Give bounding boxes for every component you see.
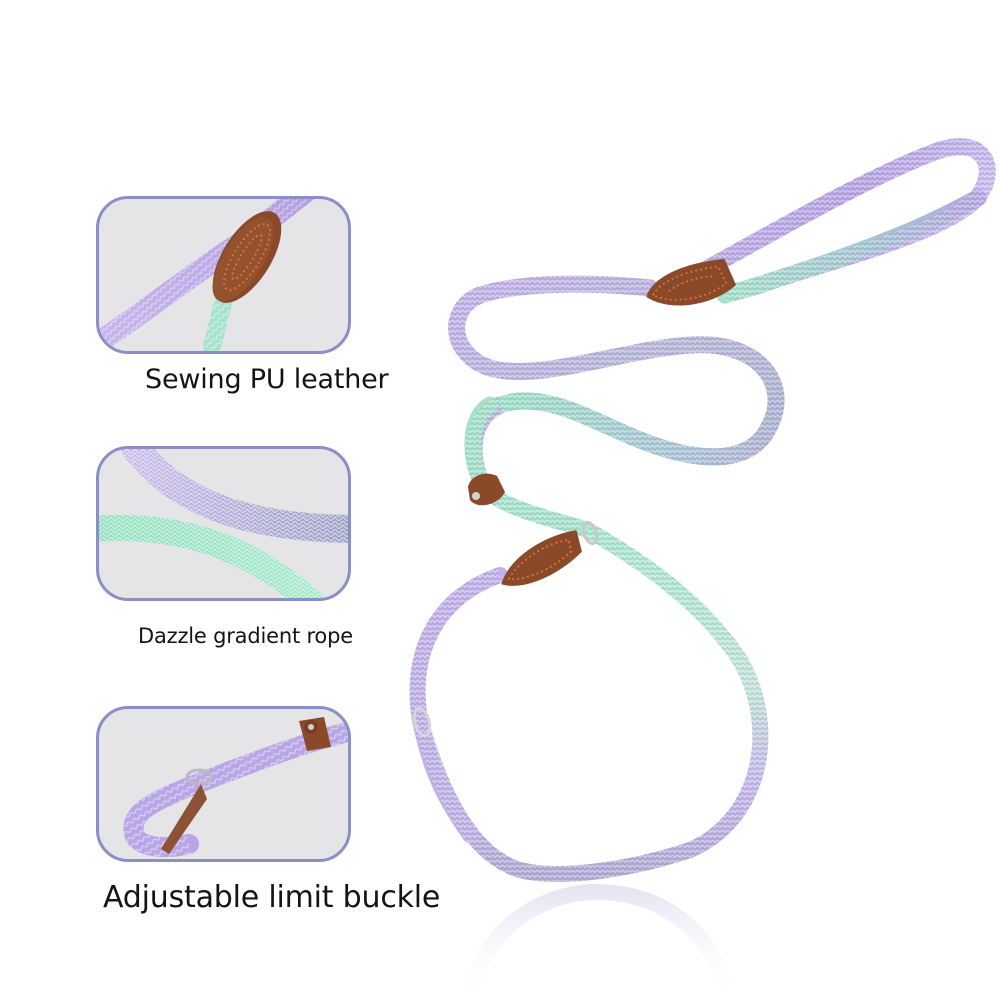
feature-panel-leather [96, 196, 351, 354]
handle-loop [681, 138, 996, 304]
leather-stopper-tab-icon [468, 473, 505, 506]
leather-sleeve-icon [212, 211, 282, 303]
leash-reflection [462, 883, 738, 1000]
feature-panel-buckle [96, 706, 351, 862]
leather-sleeve-closeup-image [99, 199, 315, 351]
leather-stopper-icon [299, 717, 331, 751]
feature-caption-gradient-rope: Dazzle gradient rope [138, 624, 353, 648]
slip-ring-icon [412, 706, 432, 738]
feature-caption-leather: Sewing PU leather [145, 364, 389, 395]
limit-buckle-closeup-image [123, 717, 348, 857]
o-ring-icon [185, 768, 213, 786]
o-ring-icon [581, 520, 599, 546]
feature-panel-gradient-rope [96, 446, 351, 601]
leather-strap-icon [161, 784, 207, 854]
slip-collar-loop [409, 522, 769, 882]
feature-caption-buckle: Adjustable limit buckle [103, 880, 441, 915]
handle-leather-sleeve-icon [646, 258, 737, 306]
collar-leather-sleeve-icon [501, 530, 582, 586]
gradient-rope-closeup-image [99, 449, 348, 598]
leash-rope [448, 275, 785, 538]
